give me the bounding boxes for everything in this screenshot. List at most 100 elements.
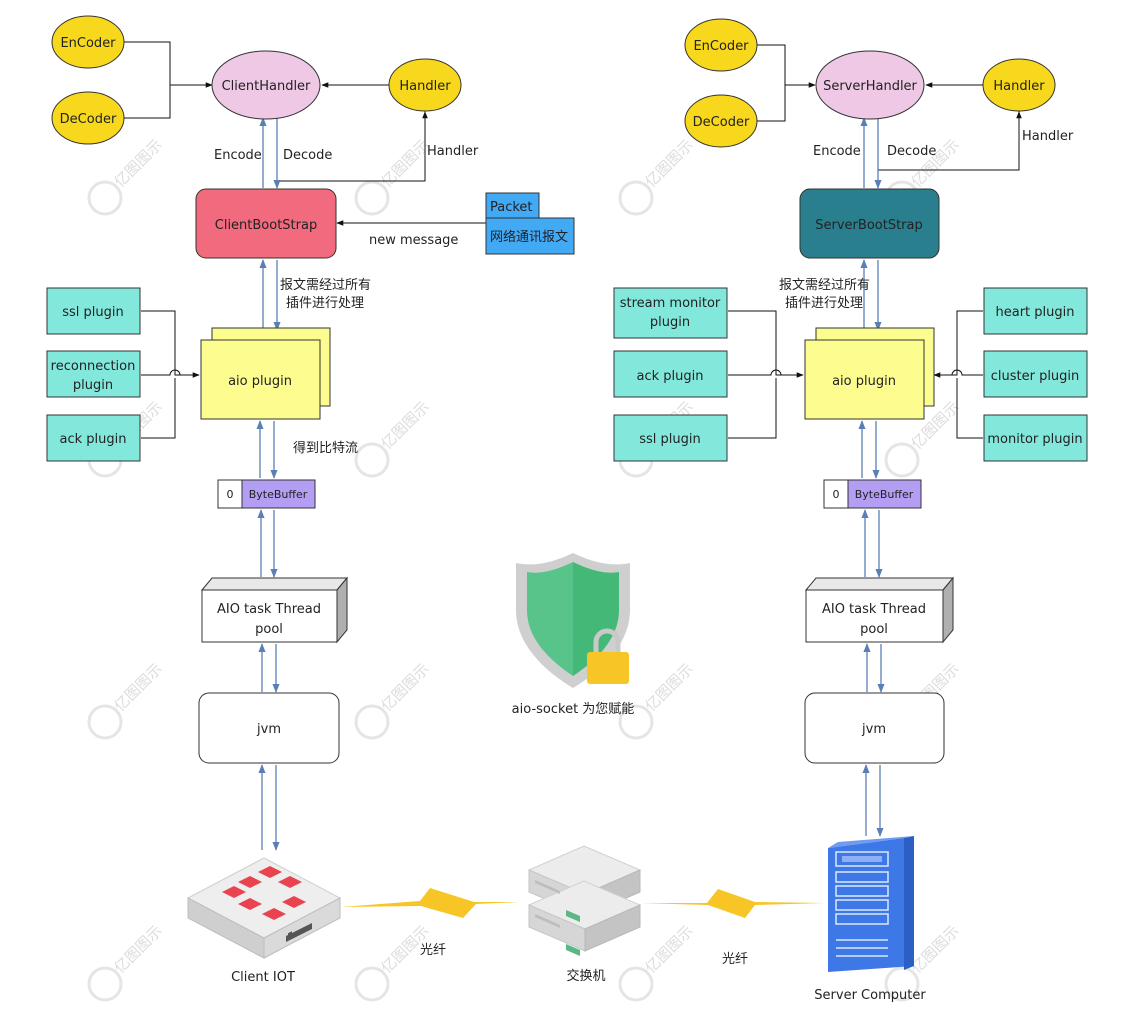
client-pool-label-1: AIO task Thread <box>217 602 321 617</box>
server-plugin-stream-monitor[interactable] <box>613 287 728 339</box>
fiber-left-bolt <box>341 888 520 918</box>
client-bitstream-label: 得到比特流 <box>293 440 358 456</box>
server-bootstrap-label: ServerBootStrap <box>815 218 922 233</box>
client-bootstrap-node[interactable] <box>195 188 337 259</box>
server-plugin-monitor[interactable] <box>983 414 1088 462</box>
server-plugin-cluster-label: cluster plugin <box>991 369 1080 384</box>
server-plugin-ssl-label: ssl plugin <box>639 432 701 447</box>
server-handler-edge-label: Handler <box>1022 129 1074 144</box>
server-plugin-monitor-label: monitor plugin <box>987 432 1082 447</box>
server-plugin-heart[interactable] <box>983 287 1088 335</box>
client-plugin-reconnection-label-2: plugin <box>73 378 113 393</box>
client-plugin-reconnection[interactable] <box>46 350 141 398</box>
client-decoder-node[interactable] <box>51 91 125 145</box>
server-encoder-label: EnCoder <box>693 39 749 54</box>
server-plugin-note-2: 插件进行处理 <box>785 296 863 311</box>
server-buffer[interactable] <box>847 479 922 509</box>
client-bootstrap-label: ClientBootStrap <box>215 218 317 233</box>
server-plugin-ssl[interactable] <box>613 414 728 462</box>
server-encoder-node[interactable] <box>684 18 758 72</box>
watermark-text: 亿图图示 <box>642 922 697 977</box>
server-aio-plugin-label: aio plugin <box>832 374 896 389</box>
watermark-text: 亿图图示 <box>642 660 697 715</box>
watermark-text: 亿图图示 <box>378 660 433 715</box>
server-computer-device[interactable] <box>828 836 914 972</box>
server-plugin-ack-label: ack plugin <box>637 369 704 384</box>
client-plugin-reconnection-label-1: reconnection <box>51 359 136 374</box>
server-handler-node[interactable] <box>815 50 925 120</box>
client-encoder-node[interactable] <box>51 15 125 69</box>
client-pool[interactable] <box>201 589 338 643</box>
client-plugin-ssl-label: ssl plugin <box>62 305 124 320</box>
server-handler-label: ServerHandler <box>823 79 917 94</box>
client-packet-body[interactable] <box>485 217 575 255</box>
server-monitor-edge <box>956 378 983 439</box>
server-pool[interactable] <box>805 589 944 643</box>
server-plugin-stream-label-2: plugin <box>650 315 690 330</box>
server-side: EnCoder DeCoder ServerHandler Handler En… <box>613 18 1088 1003</box>
client-packet-body-label: 网络通讯报文 <box>490 229 568 245</box>
server-plugin-cluster[interactable] <box>983 350 1088 398</box>
server-plugin-note-1: 报文需经过所有 <box>779 278 870 293</box>
client-plugin-ssl[interactable] <box>46 287 141 335</box>
watermark-text: 亿图图示 <box>111 922 166 977</box>
server-buffer-label: ByteBuffer <box>855 488 914 501</box>
server-plugin-heart-label: heart plugin <box>996 305 1075 320</box>
client-plugin-ack[interactable] <box>46 414 141 462</box>
client-pool-side <box>336 576 348 644</box>
client-buffer[interactable] <box>241 479 316 509</box>
server-aio-plugin[interactable] <box>804 339 925 420</box>
server-plugin-stream-label-1: stream monitor <box>620 296 721 311</box>
client-encode-label: Encode <box>214 148 262 163</box>
switch-device[interactable] <box>527 845 642 956</box>
client-plugin-note-2: 插件进行处理 <box>286 296 364 311</box>
server-heart-edge <box>937 310 983 376</box>
shield-icon <box>516 553 630 688</box>
server-stream-edge <box>728 310 800 376</box>
server-jvm-label: jvm <box>861 722 886 737</box>
client-packet-tab <box>485 192 540 219</box>
server-encode-label: Encode <box>813 144 861 159</box>
client-ack-edge <box>141 378 176 439</box>
shield-caption: aio-socket 为您赋能 <box>512 701 635 717</box>
client-buffer-label: ByteBuffer <box>249 488 308 501</box>
server-pool-label-1: AIO task Thread <box>822 602 926 617</box>
client-side: EnCoder DeCoder ClientHandler Handler En… <box>46 15 575 985</box>
server-buffer-index <box>823 479 849 509</box>
client-plugin-note-1: 报文需经过所有 <box>280 278 371 293</box>
client-pool-top <box>200 577 349 591</box>
client-iot-label: Client IOT <box>231 970 295 985</box>
server-ssl-edge <box>728 378 777 439</box>
server-cluster-edge <box>933 369 983 378</box>
client-encoder-edge <box>123 41 213 88</box>
server-ack-edge <box>728 369 804 378</box>
server-pool-label-2: pool <box>860 622 888 637</box>
client-packet-tab-label: Packet <box>490 200 533 215</box>
client-aio-plugin[interactable] <box>200 339 321 420</box>
server-decoder-label: DeCoder <box>693 115 750 130</box>
client-jvm[interactable] <box>198 692 340 764</box>
client-iot-device[interactable] <box>186 857 342 959</box>
server-encoder-edge <box>757 44 816 88</box>
server-decode-label: Decode <box>887 144 936 159</box>
watermark-text: 亿图图示 <box>111 136 166 191</box>
server-bootstrap-node[interactable] <box>799 188 940 259</box>
client-handler-node[interactable] <box>211 50 321 120</box>
server-plugin-ack[interactable] <box>613 350 728 398</box>
server-pool-side <box>942 576 954 644</box>
client-reconnect-edge <box>141 369 200 378</box>
server-handler-source-node[interactable] <box>982 58 1056 112</box>
fiber-left-label: 光纤 <box>420 943 446 958</box>
client-ssl-edge <box>141 310 198 376</box>
server-jvm[interactable] <box>804 692 945 764</box>
fiber-right-bolt <box>641 889 826 918</box>
client-pool-label-2: pool <box>255 622 283 637</box>
server-decoder-node[interactable] <box>684 94 758 148</box>
client-handler-edge-label: Handler <box>427 144 479 159</box>
watermark-text: 亿图图示 <box>111 660 166 715</box>
switch-label: 交换机 <box>566 968 605 984</box>
client-handler-source-node[interactable] <box>388 58 462 112</box>
server-computer-label: Server Computer <box>814 988 926 1003</box>
server-buffer-index-label: 0 <box>833 488 840 501</box>
